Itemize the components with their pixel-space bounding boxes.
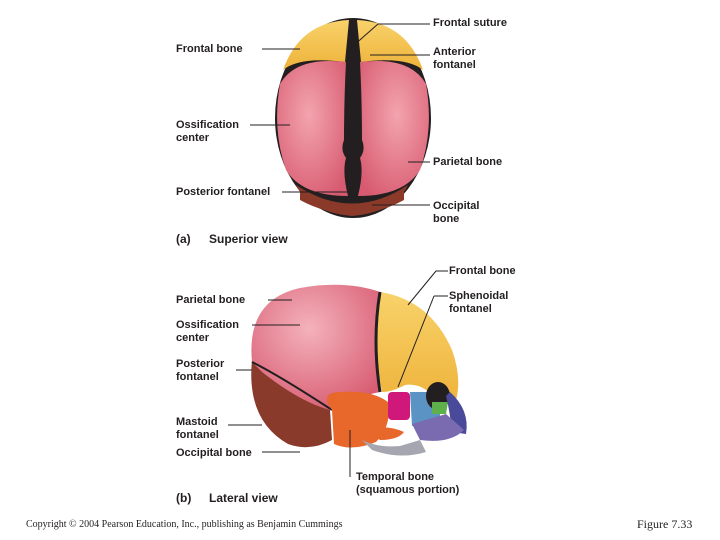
label-ossification-superior-line1: Ossification: [176, 119, 239, 132]
label-ossification-superior-line2: center: [176, 132, 209, 145]
label-frontal-suture: Frontal suture: [433, 17, 507, 30]
sphenoid-green: [432, 402, 448, 414]
label-temporal-bone-line2: (squamous portion): [356, 484, 459, 497]
caption-superior-view: Superior view: [209, 232, 288, 246]
label-posterior-fontanel-superior: Posterior fontanel: [176, 186, 270, 199]
label-anterior-fontanel-line2: fontanel: [433, 59, 476, 72]
caption-lateral-view: Lateral view: [209, 491, 278, 505]
label-sphenoidal-fontanel-line1: Sphenoidal: [449, 290, 508, 303]
label-anterior-fontanel-line1: Anterior: [433, 46, 476, 59]
label-sphenoidal-fontanel-line2: fontanel: [449, 303, 492, 316]
parietal-bone-superior-left: [277, 61, 348, 196]
label-frontal-bone-superior: Frontal bone: [176, 43, 243, 56]
caption-letter-b: (b): [176, 491, 191, 505]
label-parietal-bone-lateral: Parietal bone: [176, 294, 245, 307]
label-temporal-bone-line1: Temporal bone: [356, 471, 434, 484]
label-mastoid-fontanel-line2: fontanel: [176, 429, 219, 442]
superior-skull: [275, 18, 431, 218]
label-parietal-bone-superior: Parietal bone: [433, 156, 502, 169]
parietal-bone-superior-right: [358, 61, 429, 196]
label-frontal-bone-lateral: Frontal bone: [449, 265, 516, 278]
sphenoid-magenta: [388, 392, 410, 420]
label-ossification-lateral-line1: Ossification: [176, 319, 239, 332]
lateral-skull: [251, 285, 466, 456]
label-occipital-bone-lateral: Occipital bone: [176, 447, 252, 460]
label-occipital-bone-superior-line1: Occipital: [433, 200, 479, 213]
label-posterior-fontanel-lateral-line1: Posterior: [176, 358, 224, 371]
caption-letter-a: (a): [176, 232, 191, 246]
label-ossification-lateral-line2: center: [176, 332, 209, 345]
label-posterior-fontanel-lateral-line2: fontanel: [176, 371, 219, 384]
label-occipital-bone-superior-line2: bone: [433, 213, 459, 226]
label-mastoid-fontanel-line1: Mastoid: [176, 416, 218, 429]
copyright-notice: Copyright © 2004 Pearson Education, Inc.…: [26, 519, 342, 530]
figure-number: Figure 7.33: [637, 517, 692, 532]
